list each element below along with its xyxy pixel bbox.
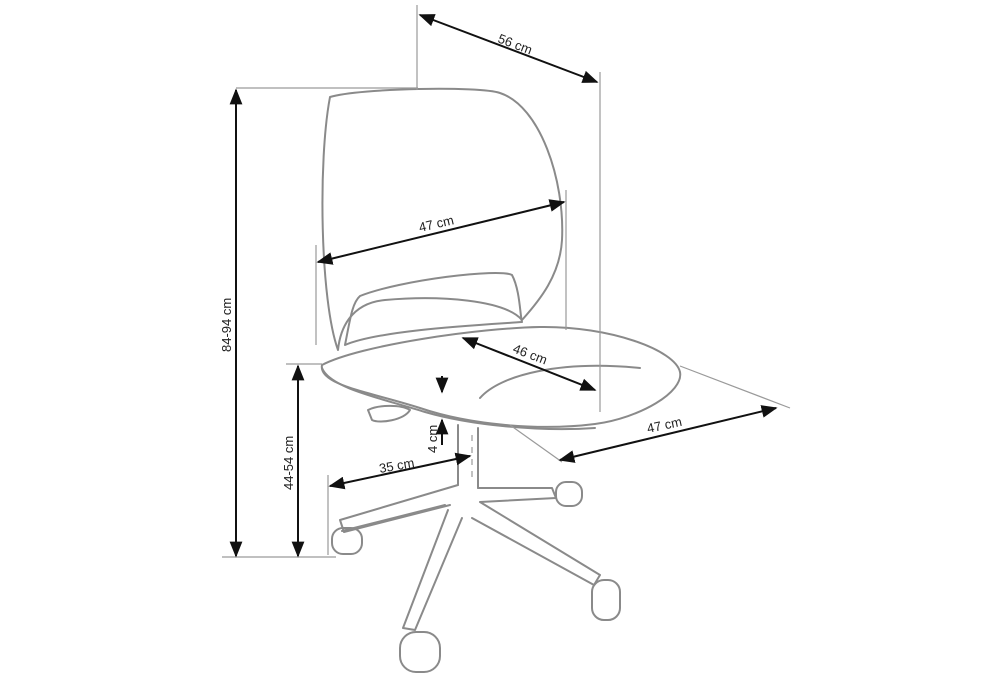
dim-width-overall-line <box>418 14 599 83</box>
caster-back-right <box>555 481 583 507</box>
label-total-height: 84-94 cm <box>219 298 234 352</box>
backrest-inner-panel <box>344 272 523 346</box>
height-lever <box>367 404 411 423</box>
extension-lines <box>222 5 791 558</box>
label-seat-thickness: 4 cm <box>425 425 440 453</box>
caster-front <box>399 631 441 673</box>
chair-outline <box>320 87 682 673</box>
dim-base-radius-line <box>328 452 472 490</box>
label-width-overall: 56 cm <box>496 31 534 58</box>
seat-cushion-line <box>479 364 641 399</box>
seat-top <box>320 325 682 428</box>
dimension-lines <box>229 14 778 558</box>
dim-seat-width-line <box>558 405 778 463</box>
star-base <box>339 484 601 631</box>
seat-underside <box>321 367 596 431</box>
label-seat-width: 47 cm <box>646 414 684 436</box>
caster-front-right <box>591 579 621 621</box>
caster-wheels <box>331 481 621 673</box>
dim-seat-depth-line <box>461 337 597 391</box>
dim-backrest-width-line <box>316 199 566 265</box>
label-base-radius: 35 cm <box>378 455 415 476</box>
label-backrest-width: 47 cm <box>417 212 455 235</box>
caster-left <box>331 527 363 555</box>
label-seat-height: 44-54 cm <box>281 436 296 490</box>
